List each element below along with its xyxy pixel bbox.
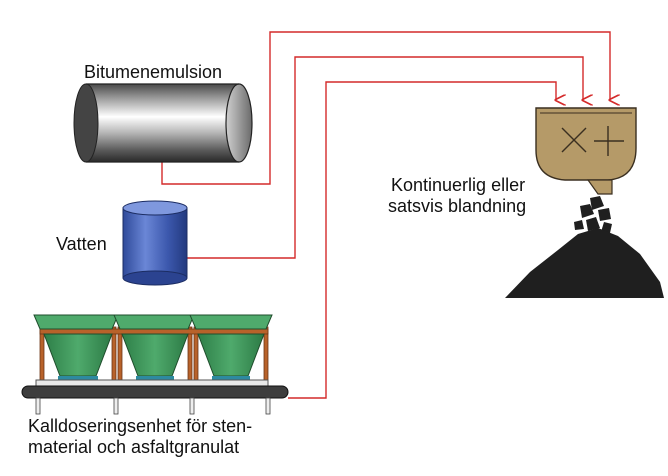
mixing-label-line2: satsvis blandning [388,196,527,216]
bitumen-emulsion-tank [73,83,253,163]
mixer-paddle-icon [561,126,624,156]
conveyor-supports [35,397,271,415]
conveyor-belt [21,385,289,399]
water-label: Vatten [56,234,107,254]
emulsion-flow-line [161,31,610,185]
mixer-unit [535,107,637,195]
mixing-label-line1: Kontinuerlig eller [391,175,526,195]
cold-feed-unit [21,314,289,415]
mix-pile [505,196,664,298]
dosing-label-line2: material och asfaltgranulat [28,437,240,457]
flow-lines [161,31,610,399]
aggregate-flow-line [288,81,556,399]
cold-feed-bins [33,314,273,377]
dosing-label-line1: Kalldoseringsenhet för sten- [28,416,253,436]
water-tank [122,200,188,286]
dosing-base [35,379,269,387]
emulsion-label: Bitumenemulsion [84,62,223,82]
water-flow-line [187,56,583,259]
bin-outlets [58,376,250,380]
